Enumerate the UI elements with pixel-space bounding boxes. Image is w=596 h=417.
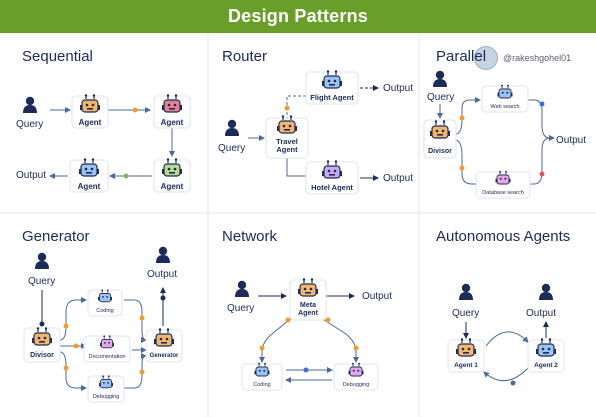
gen-divisor-card: Divisor [23, 326, 61, 363]
title-router: Router [222, 48, 268, 65]
net-debugging-card: Debugging [333, 362, 379, 391]
seq-agent-card-2: Agent [153, 93, 191, 129]
net-debugging-label: Debugging [343, 382, 370, 388]
section-dividers [0, 33, 596, 417]
gen-divisor-label: Divisor [30, 352, 54, 359]
user-icon [235, 280, 249, 297]
router-travel-agent-card: Travel Agent [265, 114, 309, 159]
router-query-label: Query [218, 143, 246, 154]
auto-agent-1-card: Agent 1 [447, 337, 485, 373]
parallel-web-search-card: Web search [481, 84, 529, 113]
gen-generator-card: Generator [145, 327, 183, 363]
user-icon [459, 283, 473, 300]
gen-coding-label: Coding [96, 308, 113, 314]
net-coding-label: Coding [253, 382, 270, 388]
parallel-db-search-label: Database search [482, 190, 524, 196]
user-icon [156, 246, 170, 263]
parallel-diagram: Divisor Web search Database search [423, 70, 555, 199]
router-output-2: Output [383, 173, 414, 184]
author-handle: @rakeshgohel01 [503, 53, 572, 63]
seq-output-label: Output [16, 170, 47, 181]
seq-agent-card-1: Agent [71, 93, 109, 129]
gen-output-label: Output [147, 269, 178, 280]
gen-debugging-card: Debugging [87, 374, 125, 403]
network-diagram: Meta Agent Coding Debugging [235, 277, 379, 391]
seq-agent-1-label: Agent [79, 118, 102, 127]
router-diagram: Travel Agent Flight Agent [225, 69, 379, 195]
net-query-label: Query [227, 303, 255, 314]
user-icon [23, 96, 37, 113]
router-hotel-agent-card: Hotel Agent [305, 159, 359, 195]
autonomous-diagram: Agent 1 Agent 2 [447, 283, 565, 386]
user-icon [539, 283, 553, 300]
user-icon [35, 252, 49, 269]
net-meta-agent-card: Meta Agent [289, 277, 327, 321]
router-flight-label: Flight Agent [310, 93, 354, 102]
avatar [474, 46, 498, 70]
header-banner: Design Patterns [0, 0, 596, 33]
seq-query-label: Query [16, 119, 44, 130]
net-meta-label-line1: Meta [300, 302, 316, 309]
net-meta-label-line2: Agent [298, 310, 319, 317]
auto-output-label: Output [526, 308, 557, 319]
page-title: Design Patterns [227, 6, 369, 26]
seq-agent-4-label: Agent [78, 182, 101, 191]
router-output-1: Output [383, 83, 414, 94]
title-autonomous: Autonomous Agents [436, 228, 571, 245]
seq-agent-card-4: Agent [69, 157, 109, 193]
router-travel-label-line2: Agent [276, 145, 298, 154]
router-travel-label-line1: Travel [276, 137, 298, 146]
gen-generator-label: Generator [150, 353, 179, 359]
title-network: Network [222, 228, 278, 245]
router-hotel-label: Hotel Agent [311, 183, 353, 192]
parallel-divisor-label: Divisor [428, 148, 452, 155]
parallel-divisor-card: Divisor [423, 119, 457, 159]
auto-agent-2-label: Agent 2 [534, 362, 558, 369]
gen-coding-card: Coding [87, 288, 123, 317]
generator-diagram: Divisor Coding Documentation [23, 246, 183, 403]
seq-agent-2-label: Agent [161, 118, 184, 127]
seq-agent-3-label: Agent [161, 182, 184, 191]
parallel-web-search-label: Web search [490, 104, 519, 110]
user-icon [225, 119, 239, 136]
gen-debugging-label: Debugging [93, 394, 120, 400]
author-watermark: @rakeshgohel01 [474, 46, 571, 70]
user-icon [433, 70, 447, 87]
title-sequential: Sequential [22, 48, 93, 65]
auto-agent-2-card: Agent 2 [527, 337, 565, 373]
auto-agent-1-label: Agent 1 [454, 362, 478, 369]
auto-query-label: Query [452, 308, 480, 319]
net-output-label: Output [362, 291, 393, 302]
title-parallel: Parallel [436, 48, 487, 65]
seq-agent-card-3: Agent [153, 157, 191, 193]
parallel-query-label: Query [427, 92, 455, 103]
gen-query-label: Query [28, 276, 56, 287]
sequential-diagram: Agent Agent Ag [23, 93, 191, 193]
net-coding-card: Coding [241, 362, 283, 391]
gen-documentation-card: Documentation [83, 334, 131, 363]
parallel-output-label: Output [556, 135, 587, 146]
gen-documentation-label: Documentation [89, 354, 126, 360]
title-generator: Generator [22, 228, 90, 245]
router-flight-agent-card: Flight Agent [305, 69, 359, 105]
parallel-database-search-card: Database search [475, 170, 531, 199]
